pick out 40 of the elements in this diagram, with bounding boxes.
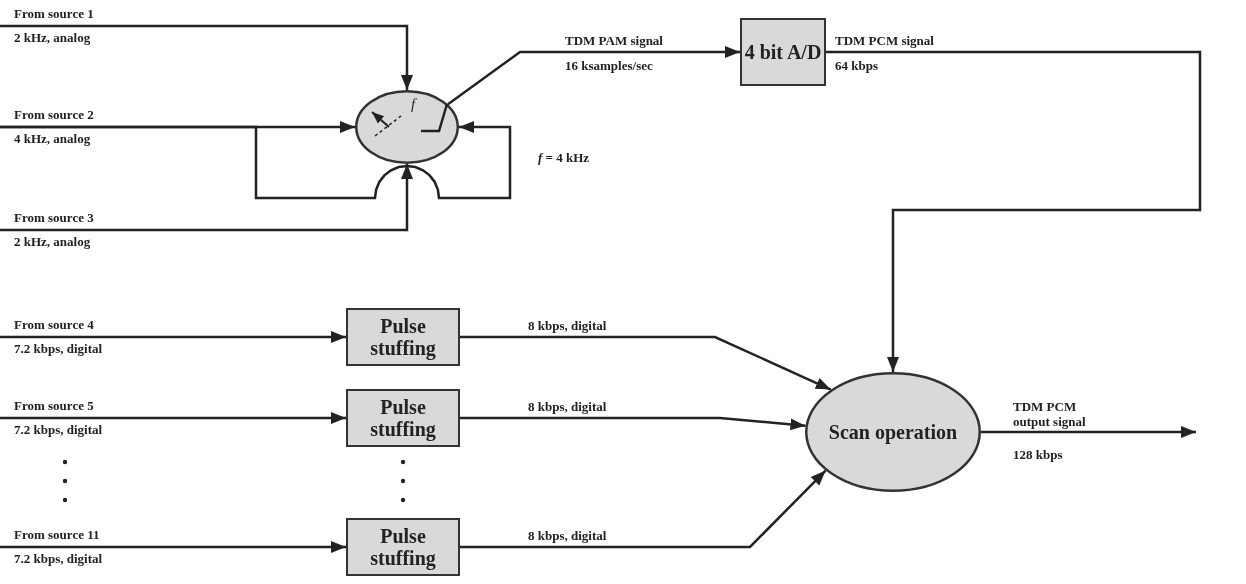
signal-rate: 7.2 kbps, digital [14, 422, 103, 438]
arrow [0, 331, 346, 343]
source-name: From source 1 [14, 6, 94, 22]
process-box: Pulse stuffing [346, 389, 460, 447]
signal-label: TDM PAM signal [565, 33, 663, 48]
process-label: Scan operation [827, 420, 959, 444]
signal-rate: 7.2 kbps, digital [14, 551, 103, 567]
signal-label: 8 kbps, digital [528, 318, 607, 333]
arrow [826, 50, 1202, 372]
arrow [0, 24, 413, 90]
signal-label: TDM PCM output signal [1013, 399, 1087, 429]
frequency-symbol: f [411, 96, 416, 113]
signal-rate: 2 kHz, analog [14, 30, 91, 46]
source-name: From source 5 [14, 398, 94, 414]
arrow [447, 46, 740, 106]
arrow [460, 335, 832, 391]
process-box: Pulse stuffing [346, 518, 460, 576]
arrow [0, 541, 346, 553]
arrow [0, 121, 512, 200]
arrow [0, 164, 413, 232]
source-name: From source 2 [14, 107, 94, 123]
source-name: From source 11 [14, 527, 100, 543]
arrow [460, 469, 827, 549]
arrow [981, 426, 1196, 438]
signal-rate: 2 kHz, analog [14, 234, 91, 250]
source-name: From source 4 [14, 317, 94, 333]
signal-label: 16 ksamples/sec [565, 58, 653, 73]
signal-label: 64 kbps [835, 58, 878, 73]
signal-rate: 7.2 kbps, digital [14, 341, 103, 357]
signal-label: 8 kbps, digital [528, 528, 607, 543]
signal-label: TDM PCM signal [835, 33, 934, 48]
arrow [0, 412, 346, 424]
signal-label: 8 kbps, digital [528, 399, 607, 414]
signal-label: 128 kbps [1013, 447, 1063, 462]
arrow [460, 416, 806, 431]
source-name: From source 3 [14, 210, 94, 226]
edge-label: f = 4 kHz [536, 150, 592, 165]
process-box: Pulse stuffing [346, 308, 460, 366]
signal-rate: 4 kHz, analog [14, 131, 91, 147]
process-box: 4 bit A/D [740, 18, 826, 86]
